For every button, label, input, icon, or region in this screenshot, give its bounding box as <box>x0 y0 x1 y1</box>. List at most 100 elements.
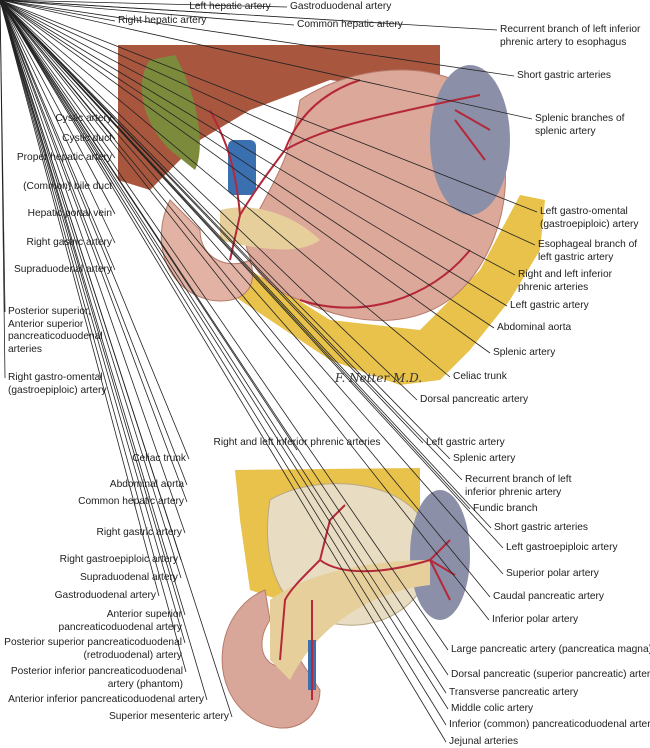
top-label: (Common) bile duct <box>23 181 112 194</box>
label-line: Left hepatic artery <box>189 1 271 12</box>
leader-line <box>0 0 182 579</box>
leader-line <box>0 0 233 718</box>
leader-line <box>0 0 186 644</box>
label-line: Splenic branches of <box>535 113 625 124</box>
label-line: Celiac trunk <box>132 453 186 464</box>
label-line: Posterior superior, <box>8 306 91 317</box>
leader-line <box>0 0 187 673</box>
label-line: Posterior inferior pancreaticoduodenal <box>10 666 183 677</box>
bottom-label: Jejunal arteries <box>449 736 518 748</box>
label-line: Posterior superior pancreaticoduodenal <box>4 637 182 648</box>
arteries-top <box>209 79 491 309</box>
label-line: Transverse pancreatic artery <box>449 687 579 698</box>
pancreas-bottom <box>270 560 430 680</box>
top-label: Cystic artery <box>55 113 112 126</box>
label-line: Short gastric arteries <box>494 522 588 533</box>
label-line: Gastroduodenal artery <box>54 590 156 601</box>
bottom-label: Caudal pancreatic artery <box>493 591 604 604</box>
leader-line <box>0 0 508 307</box>
leader-line <box>0 0 538 213</box>
leader-line <box>0 0 116 215</box>
top-label: Left hepatic artery <box>189 1 271 14</box>
leader-line <box>0 0 490 621</box>
label-line: Superior mesenteric artery <box>108 711 229 722</box>
label-line: Right and left inferior phrenic arteries <box>213 437 381 448</box>
label-line: Anterior superior <box>8 318 84 330</box>
top-label: Cystic duct <box>62 133 112 146</box>
label-line: Right gastro-omental <box>8 372 103 383</box>
bottom-illustration <box>221 468 470 729</box>
label-line: Right gastric artery <box>26 237 113 248</box>
label-line: Short gastric arteries <box>517 70 611 81</box>
top-label: Proper hepatic artery <box>17 152 112 165</box>
label-line: Splenic artery <box>493 347 556 358</box>
leader-line <box>0 0 515 77</box>
top-label: Dorsal pancreatic artery <box>420 394 528 407</box>
top-label: Left gastric artery <box>510 300 589 313</box>
bottom-label: Left gastric artery <box>426 437 505 450</box>
top-illustration: F. Netter M.D. <box>118 45 545 385</box>
label-line: Anterior superior <box>106 609 182 620</box>
leader-line <box>0 0 6 379</box>
label-line: Jejunal arteries <box>449 736 519 747</box>
bottom-label: Fundic branch <box>473 503 538 516</box>
bottom-label: Supraduodenal artery <box>80 572 178 585</box>
label-line: Left gastroepiploic artery <box>506 542 618 553</box>
label-line: phrenic arteries <box>518 281 589 293</box>
bottom-label: Inferior polar artery <box>492 614 578 627</box>
bottom-label: Right gastroepiploic artery <box>60 554 178 567</box>
label-line: Left gastro-omental <box>540 206 628 217</box>
label-line: Abdominal aorta <box>109 479 184 490</box>
leader-line <box>0 0 447 694</box>
leader-line <box>0 0 160 597</box>
label-line: arteries <box>8 343 42 355</box>
bottom-label: Superior polar artery <box>506 568 599 581</box>
label-line: Fundic branch <box>473 503 538 514</box>
label-line: Left gastric artery <box>426 437 505 448</box>
top-label: Supraduodenal artery <box>14 264 112 277</box>
leader-line <box>0 0 491 354</box>
label-line: inferior phrenic artery <box>465 486 562 498</box>
label-line: Splenic artery <box>453 453 516 464</box>
label-line: Proper hepatic artery <box>16 152 112 163</box>
label-line: Caudal pancreatic artery <box>493 591 604 602</box>
bottom-label: Gastroduodenal artery <box>55 590 156 603</box>
leader-line <box>0 0 451 460</box>
leader-line <box>0 0 536 246</box>
label-line: (gastroepiploic) artery <box>540 218 639 230</box>
label-line: artery (phantom) <box>107 678 183 690</box>
leader-line <box>0 0 116 244</box>
top-label: Right hepatic artery <box>118 15 206 28</box>
label-line: Recurrent branch of left inferior <box>500 24 641 35</box>
top-label: Hepatic portal vein <box>28 208 112 221</box>
label-line: Celiac trunk <box>453 371 507 382</box>
top-label: Abdominal aorta <box>497 322 571 335</box>
label-line: Superior polar artery <box>506 568 599 579</box>
bottom-label: Splenic artery <box>453 453 515 466</box>
label-line: Dorsal pancreatic (superior pancreatic) … <box>451 669 650 680</box>
label-line: left gastric artery <box>538 251 614 263</box>
pancreas <box>220 207 320 250</box>
leader-line <box>0 0 188 503</box>
leader-line <box>0 0 288 8</box>
label-line: Abdominal aorta <box>497 322 572 333</box>
bottom-label: Superior mesenteric artery <box>109 711 229 724</box>
leader-line <box>0 0 495 329</box>
label-line: Inferior (common) pancreaticoduodenal ar… <box>449 719 650 730</box>
top-label: Celiac trunk <box>453 371 507 384</box>
label-line: Inferior polar artery <box>492 614 579 625</box>
label-line: Supraduodenal artery <box>14 264 112 275</box>
omentum-fat <box>180 195 545 385</box>
leader-line <box>0 0 116 159</box>
leader-line <box>0 0 451 378</box>
bottom-label: Transverse pancreatic artery <box>449 687 578 700</box>
label-line: Right hepatic artery <box>118 15 207 26</box>
label-line: Anterior inferior pancreaticoduodenal ar… <box>8 694 204 705</box>
